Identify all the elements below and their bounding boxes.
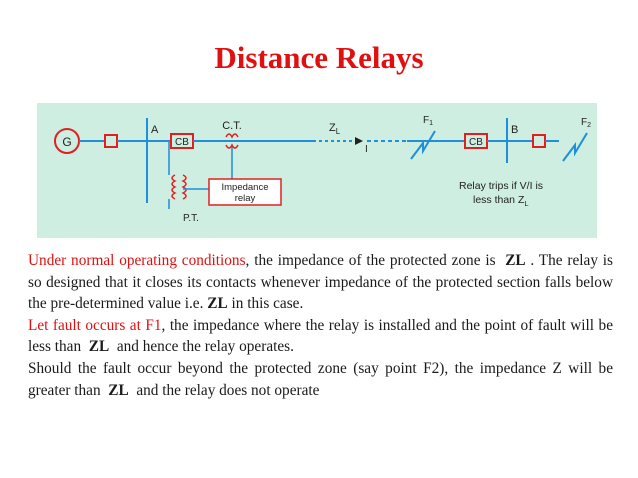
isolator-b xyxy=(532,134,546,148)
cb-a-label: CB xyxy=(175,137,189,148)
body-text: Under normal operating conditions, the i… xyxy=(28,250,613,401)
relay-label-line1: Impedance xyxy=(221,182,268,193)
trip-note-line1: Relay trips if V/I is xyxy=(459,180,543,192)
bus-a-label: A xyxy=(151,124,159,136)
cb-b-label: CB xyxy=(469,137,483,148)
potential-transformer xyxy=(171,174,177,200)
generator-label: G xyxy=(62,135,71,149)
current-label: I xyxy=(365,144,368,155)
fault-f2-icon xyxy=(562,132,588,162)
zl-symbol: ZL xyxy=(505,252,526,269)
page-title: Distance Relays xyxy=(214,40,424,75)
highlight-normal-conditions: Under normal operating conditions xyxy=(28,252,246,269)
paragraph-fault-f2: Should the fault occur beyond the protec… xyxy=(28,359,613,399)
fault-f1-label: F1 xyxy=(423,115,433,127)
bus-b-label: B xyxy=(511,124,518,136)
fault-f1-icon xyxy=(410,130,436,160)
line-impedance-label: ZL xyxy=(329,122,341,136)
fault-f2-label: F2 xyxy=(581,117,591,129)
current-arrow-icon xyxy=(355,137,363,145)
impedance-relay-box xyxy=(208,178,282,206)
circuit-svg: G A CB C.T. P.T. Impedance relay ZL xyxy=(54,115,591,224)
current-transformer xyxy=(225,133,239,139)
zl-symbol: ZL xyxy=(88,338,110,356)
relay-label-line2: relay xyxy=(235,193,256,204)
zl-symbol: ZL xyxy=(207,295,228,313)
trip-note-line2: less than ZL xyxy=(473,194,529,208)
paragraph-normal-conditions: Under normal operating conditions, the i… xyxy=(28,252,614,313)
pt-label: P.T. xyxy=(183,213,199,224)
paragraph-fault-f1: Let fault occurs at F1, the impedance wh… xyxy=(28,316,613,356)
isolator-a xyxy=(104,134,118,148)
ct-label: C.T. xyxy=(222,120,242,132)
distance-relay-diagram: G A CB C.T. P.T. Impedance relay ZL xyxy=(37,103,597,238)
zl-symbol: ZL xyxy=(108,381,129,399)
highlight-fault-f1: Let fault occurs at F1 xyxy=(28,316,162,334)
